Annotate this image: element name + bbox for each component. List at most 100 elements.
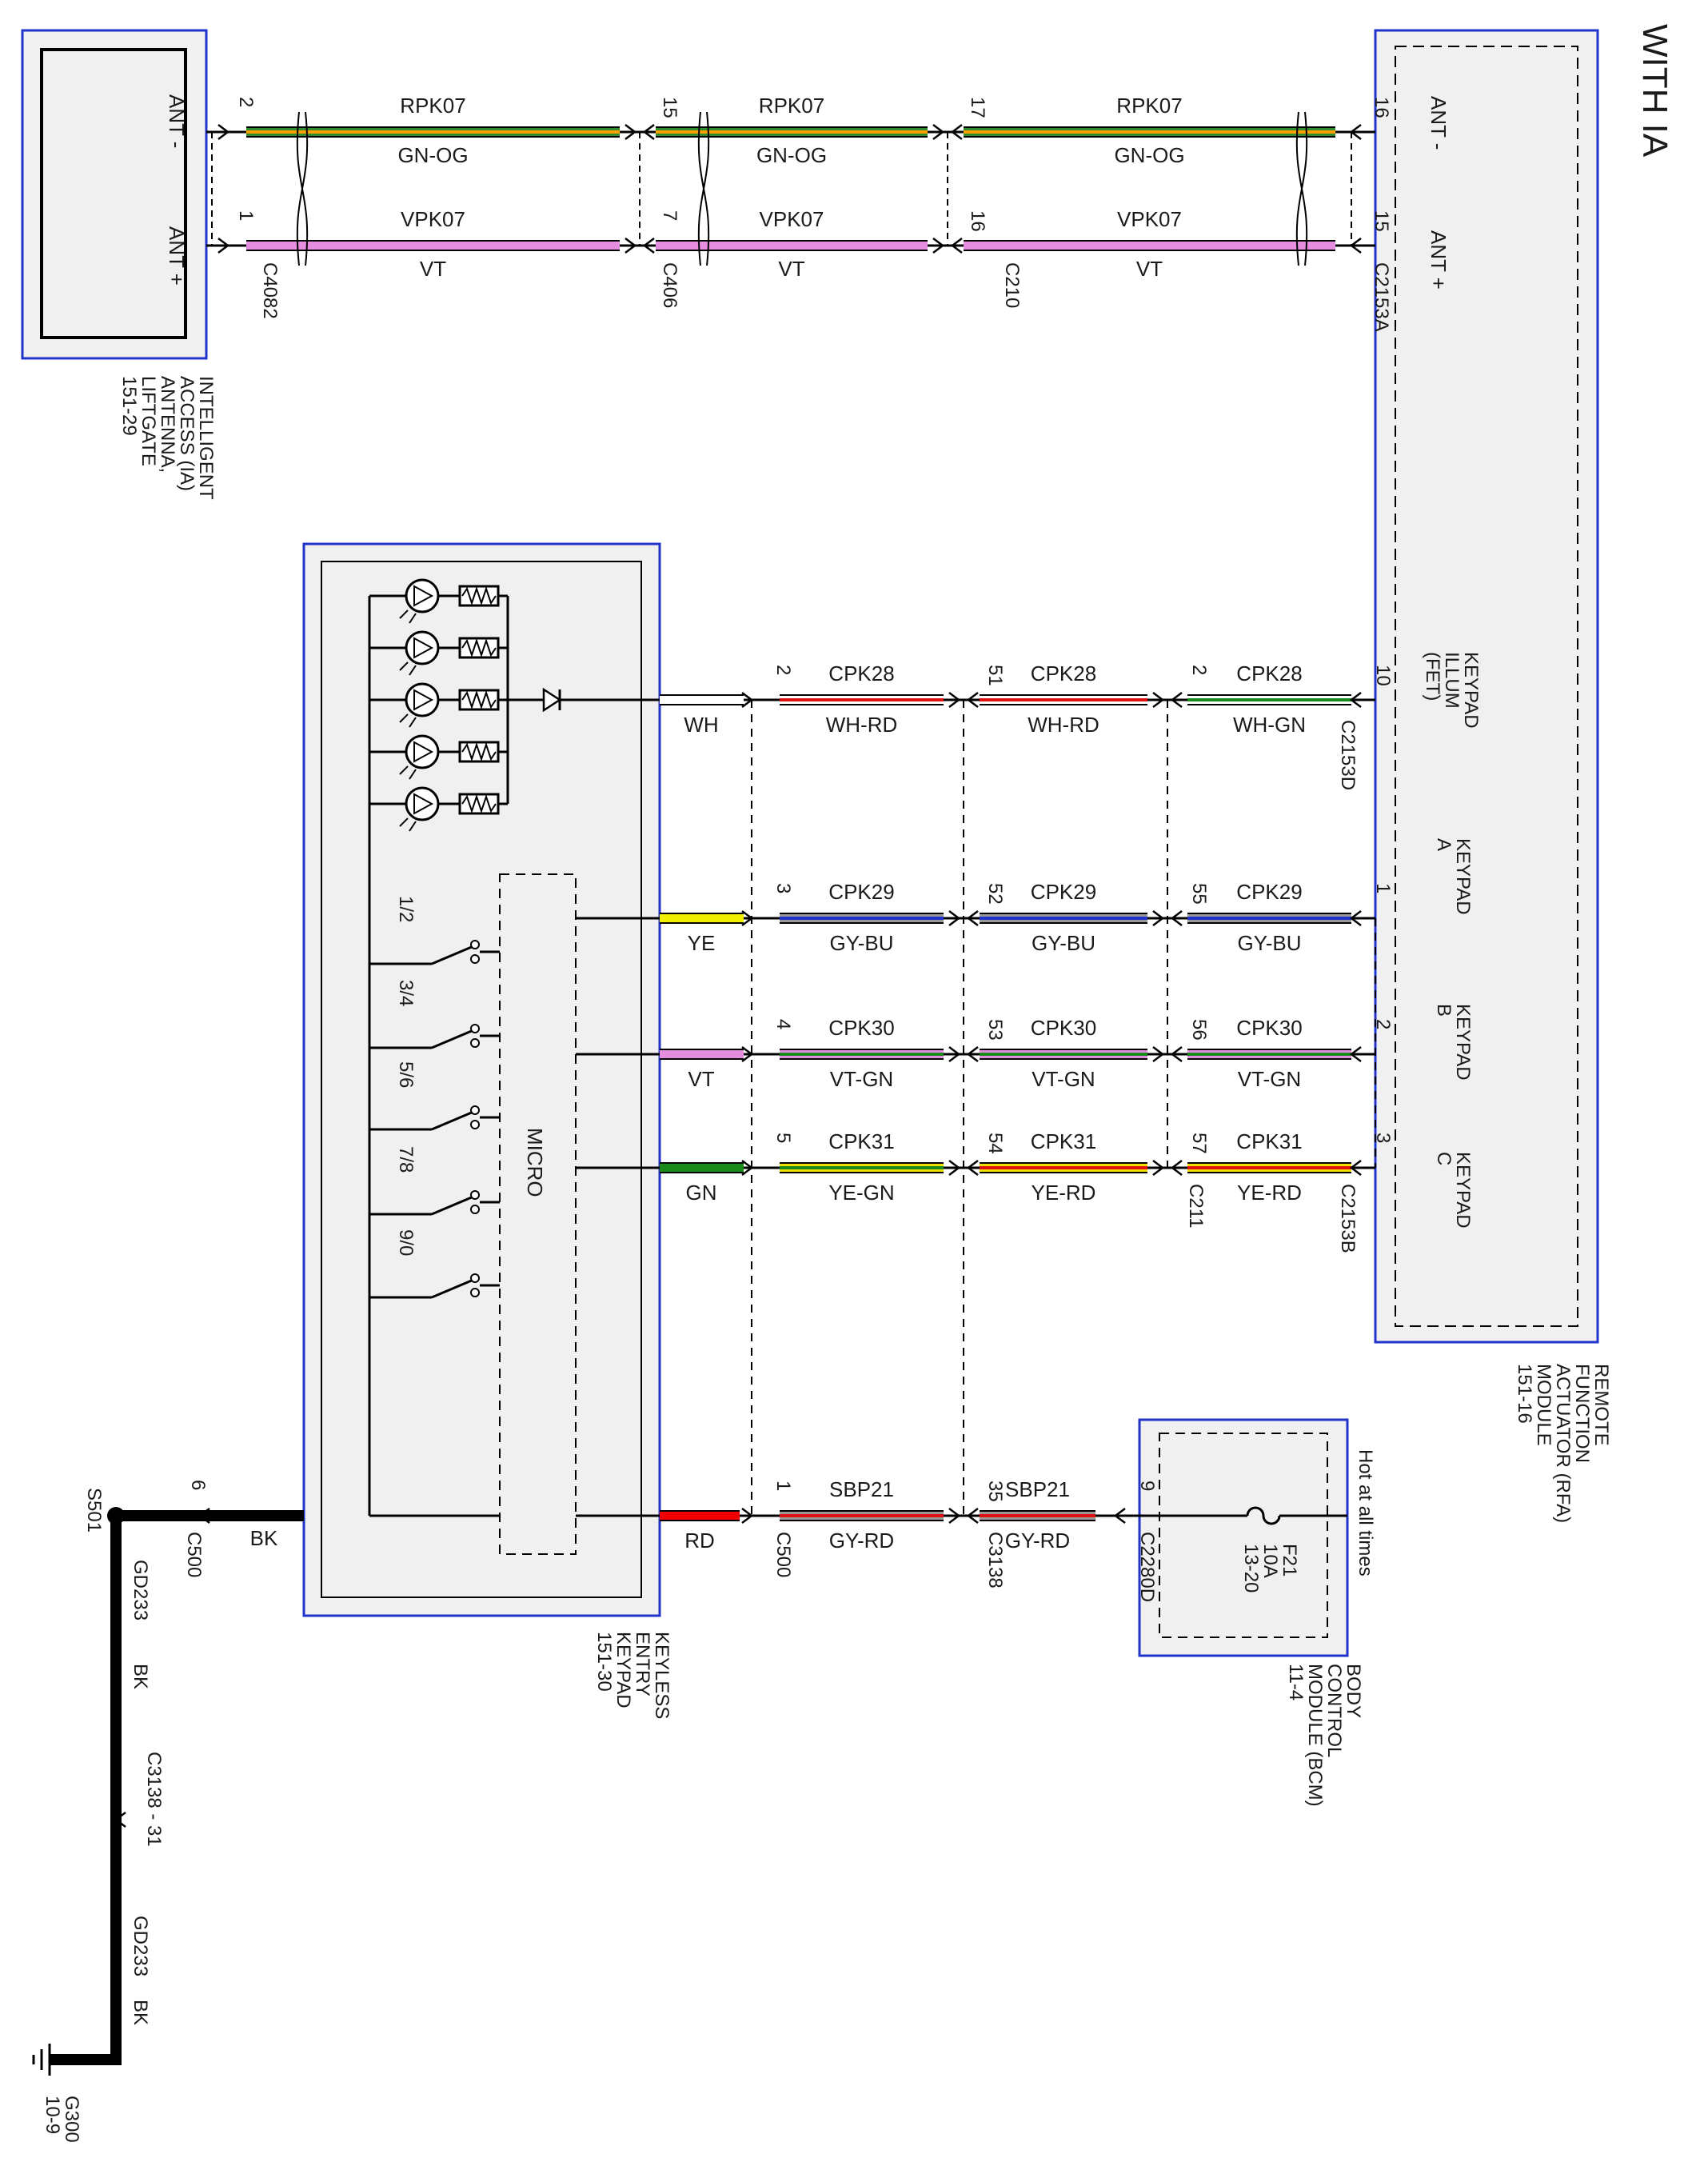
pin-number: 55: [1188, 883, 1210, 905]
keypad-inline-conn-male: [948, 910, 961, 926]
connector-label-c211: C211: [1185, 1184, 1207, 1229]
connector-label-c2280d: C2280D: [1136, 1532, 1158, 1602]
switch-label-5-6: 5/6: [395, 1061, 417, 1088]
keypad-inline-conn-female: [1170, 1160, 1183, 1176]
circuit-label-RPK07: RPK07: [759, 94, 824, 118]
led-rays: [399, 817, 417, 832]
switch-contact: [470, 1205, 480, 1214]
pin-number: 16: [967, 210, 988, 232]
module-ia-antenna-inner: [40, 48, 187, 339]
pin-number: 9: [1136, 1481, 1158, 1491]
keypad-wire-label-VT: VT: [688, 1067, 714, 1091]
inline-conn-2-male: [932, 124, 945, 140]
color-label-RPK07: GN-OG: [1114, 143, 1184, 167]
led-symbol: [413, 793, 434, 815]
pin-number: 16: [1371, 97, 1392, 118]
twisted-pair-1: [697, 111, 710, 266]
ground-inline-label: C3138 - 31: [143, 1752, 165, 1847]
keypad-pigtail-WH: [660, 696, 744, 704]
pin-number: 5: [772, 1133, 794, 1143]
module-bcm-name-line: MODULE (BCM): [1304, 1664, 1326, 1807]
module-rfa: [1374, 29, 1599, 1344]
switch-contact: [470, 1288, 480, 1297]
pin-number: 2: [1188, 665, 1210, 675]
module-rfa-name-line: REMOTE: [1590, 1364, 1612, 1446]
pin-number: 15: [659, 97, 680, 118]
keypad-pigtail-VT: [660, 1050, 744, 1058]
rfa-pin-keypad-a-line: KEYPAD: [1452, 838, 1474, 915]
switch-blade: [431, 945, 474, 965]
c2280d-pin-9: [1113, 1508, 1126, 1524]
keypad-micro-label: MICRO: [523, 1128, 547, 1197]
page-title: WITH IA: [1635, 24, 1674, 158]
pin-number: 1: [235, 210, 257, 221]
pin-number: 2: [235, 97, 257, 107]
pin-label-ant-minus: ANT -: [165, 94, 189, 148]
module-ia-antenna-name-line: LIFTGATE: [138, 376, 159, 466]
keypad-inline-conn-female: [966, 910, 979, 926]
keypad-seg-CPK30-0-stripe: [780, 1053, 944, 1056]
switch-blade: [431, 1110, 474, 1131]
module-bcm-name-line: 11-4: [1285, 1664, 1307, 1700]
c3138-conn-female: [966, 1508, 979, 1524]
connector-label-c2153d: C2153D: [1337, 720, 1359, 790]
switch-contact: [470, 1038, 480, 1048]
color-label-SBP21: GY-RD: [1005, 1529, 1070, 1553]
antenna-wire-seg-RPK07-1-stripe: [656, 130, 928, 134]
connector-label-C210: C210: [1001, 262, 1023, 308]
color-label-CPK31: YE-GN: [828, 1181, 894, 1205]
inline-conn-1-male: [625, 124, 637, 140]
module-bcm: [1138, 1418, 1349, 1657]
connector-label-c3138: C3138: [984, 1532, 1006, 1589]
circuit-label-CPK31: CPK31: [1236, 1129, 1302, 1153]
keypad-inline-conn-female: [966, 1046, 979, 1062]
antenna-wire-seg-RPK07-2-stripe: [964, 130, 1335, 134]
inline-conn-2-female: [950, 124, 963, 140]
rfa-pin-keypad-c-line: C: [1433, 1152, 1455, 1165]
pin-number: 52: [984, 883, 1006, 905]
keypad-inline-conn-male: [1152, 692, 1165, 708]
rfa-pin-ant-plus: ANT +: [1427, 230, 1451, 290]
switch-label-3-4: 3/4: [395, 980, 417, 1006]
keypad-wire-label-GN: GN: [686, 1181, 717, 1205]
module-rfa-name-line: MODULE: [1533, 1364, 1554, 1446]
c2153-pin: [1349, 692, 1362, 708]
connector-label-C406: C406: [659, 262, 680, 308]
switch-contact: [470, 1190, 480, 1200]
color-label-CPK30: VT-GN: [1032, 1067, 1095, 1091]
pin-number: 1: [772, 1481, 794, 1491]
module-keypad: [302, 542, 661, 1617]
ground-color-label: BK: [130, 1664, 151, 1689]
keypad-inline-conn-male: [948, 1046, 961, 1062]
keypad-inline-conn-male: [948, 692, 961, 708]
circuit-label-CPK30: CPK30: [1031, 1016, 1096, 1040]
ground-wire-label: BK: [250, 1526, 278, 1550]
pin-number: 53: [984, 1019, 1006, 1041]
keypad-wire-label-WH: WH: [684, 713, 718, 737]
module-rfa-name-line: 151-16: [1514, 1364, 1535, 1424]
module-bcm-name-line: CONTROL: [1323, 1664, 1345, 1757]
module-keypad-name-line: KEYLESS: [651, 1632, 672, 1719]
module-ia-antenna-name-line: INTELLIGENT: [195, 376, 217, 500]
pin-number: 51: [984, 665, 1006, 686]
circuit-label-CPK30: CPK30: [1236, 1016, 1302, 1040]
color-label-CPK30: VT-GN: [1238, 1067, 1301, 1091]
rfa-pin-keypad-c-line: KEYPAD: [1452, 1152, 1474, 1229]
rfa-pin-keypad-a-line: A: [1433, 838, 1455, 851]
circuit-label-CPK31: CPK31: [1031, 1129, 1096, 1153]
pin-number: 7: [659, 210, 680, 221]
resistor-zigzag: [461, 585, 497, 606]
module-bcm-name-line: BODY: [1343, 1664, 1364, 1718]
keypad-seg-CPK31-2-stripe: [1187, 1166, 1351, 1169]
color-label-CPK28: WH-RD: [826, 713, 898, 737]
connector-label-c500-ground: C500: [183, 1532, 205, 1577]
keypad-seg-CPK29-1-stripe: [980, 917, 1147, 920]
switch-contact: [470, 1273, 480, 1283]
inline-conn-1-male: [625, 238, 637, 254]
switch-label-7-8: 7/8: [395, 1146, 417, 1173]
power-seg-1-stripe: [980, 1514, 1095, 1517]
circuit-label-CPK28: CPK28: [1031, 661, 1096, 685]
resistor-zigzag: [461, 793, 497, 814]
ground-wire-end: [50, 2054, 122, 2065]
switch-label-1-2: 1/2: [395, 896, 417, 922]
